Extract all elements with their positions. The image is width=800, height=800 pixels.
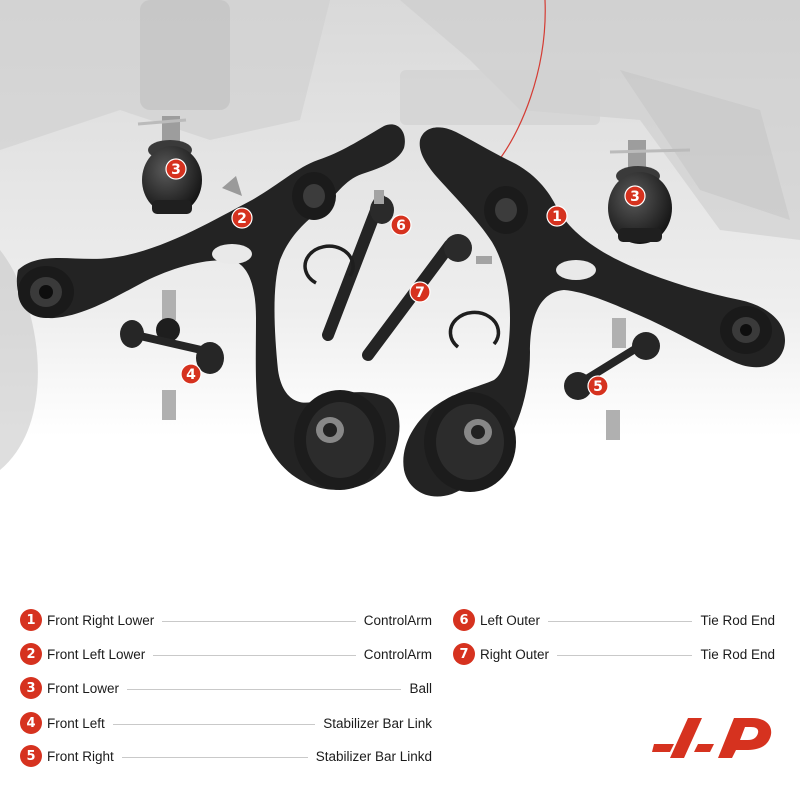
legend-item-value: Tie Rod End bbox=[700, 612, 775, 628]
legend-item-name: Front Lower bbox=[47, 680, 120, 696]
legend-item-value: ControlArm bbox=[363, 646, 432, 662]
legend-item-value: ControlArm bbox=[363, 612, 432, 628]
leader-line bbox=[153, 654, 356, 656]
brand-logo-icon bbox=[652, 718, 772, 758]
svg-text:5: 5 bbox=[593, 379, 603, 395]
leader-line bbox=[127, 688, 402, 690]
snap-ring-lower bbox=[448, 310, 501, 349]
photo-badge-4: 4 bbox=[180, 363, 202, 385]
front-right-stabilizer-bar-link bbox=[564, 318, 660, 440]
legend-item-name: Left Outer bbox=[480, 612, 541, 628]
photo-badge-7: 7 bbox=[409, 281, 431, 303]
legend-number-badge: 2 bbox=[20, 643, 42, 665]
svg-text:6: 6 bbox=[396, 218, 406, 234]
legend-number-badge: 5 bbox=[20, 745, 42, 767]
leader-line bbox=[557, 654, 693, 656]
legend-item-1: 1 Front Right Lower ControlArm bbox=[20, 608, 432, 632]
front-right-lower-control-arm bbox=[403, 127, 785, 497]
leader-line bbox=[162, 620, 356, 622]
front-left-stabilizer-bar-link bbox=[120, 290, 224, 420]
legend-item-7: 7 Right Outer Tie Rod End bbox=[453, 642, 775, 666]
leader-line bbox=[121, 756, 308, 758]
legend-item-4: 4 Front Left Stabilizer Bar Link bbox=[20, 711, 432, 735]
photo-badge-3-left: 3 bbox=[165, 158, 187, 180]
svg-text:4: 4 bbox=[186, 367, 196, 383]
legend-item-name: Front Right bbox=[47, 748, 114, 764]
legend-item-name: Front Left Lower bbox=[47, 646, 146, 662]
photo-badge-6: 6 bbox=[390, 214, 412, 236]
legend-item-name: Front Right Lower bbox=[47, 612, 155, 628]
svg-text:3: 3 bbox=[630, 189, 640, 205]
background-engine-bay bbox=[0, 0, 800, 560]
right-outer-tie-rod-end bbox=[362, 234, 492, 361]
legend-item-value: Stabilizer Bar Linkd bbox=[315, 748, 432, 764]
legend-item-name: Right Outer bbox=[480, 646, 550, 662]
front-left-lower-control-arm bbox=[16, 124, 405, 490]
photo-badge-5: 5 bbox=[587, 375, 609, 397]
photo-badge-1: 1 bbox=[546, 205, 568, 227]
front-lower-ball-joint-left bbox=[137, 116, 202, 214]
svg-text:1: 1 bbox=[552, 209, 562, 225]
legend-item-6: 6 Left Outer Tie Rod End bbox=[453, 608, 775, 632]
legend-number-badge: 3 bbox=[20, 677, 42, 699]
photo-badge-3-right: 3 bbox=[624, 185, 646, 207]
snap-ring-upper bbox=[303, 244, 355, 285]
legend-item-value: Tie Rod End bbox=[700, 646, 775, 662]
photo-badge-2: 2 bbox=[231, 207, 253, 229]
legend-item-3: 3 Front Lower Ball bbox=[20, 676, 432, 700]
legend-number-badge: 6 bbox=[453, 609, 475, 631]
legend-number-badge: 1 bbox=[20, 609, 42, 631]
legend-number-badge: 4 bbox=[20, 712, 42, 734]
parts-legend: 1 Front Right Lower ControlArm 2 Front L… bbox=[0, 600, 800, 800]
legend-number-badge: 7 bbox=[453, 643, 475, 665]
svg-text:3: 3 bbox=[171, 162, 181, 178]
legend-item-value: Stabilizer Bar Link bbox=[323, 715, 432, 731]
legend-item-2: 2 Front Left Lower ControlArm bbox=[20, 642, 432, 666]
legend-item-5: 5 Front Right Stabilizer Bar Linkd bbox=[20, 744, 432, 768]
leader-line bbox=[548, 620, 693, 622]
legend-item-value: Ball bbox=[409, 680, 432, 696]
legend-item-name: Front Left bbox=[47, 715, 105, 731]
svg-text:7: 7 bbox=[415, 285, 425, 301]
leader-line bbox=[112, 723, 316, 725]
svg-text:2: 2 bbox=[237, 211, 247, 227]
front-lower-ball-joint-right bbox=[608, 140, 691, 244]
